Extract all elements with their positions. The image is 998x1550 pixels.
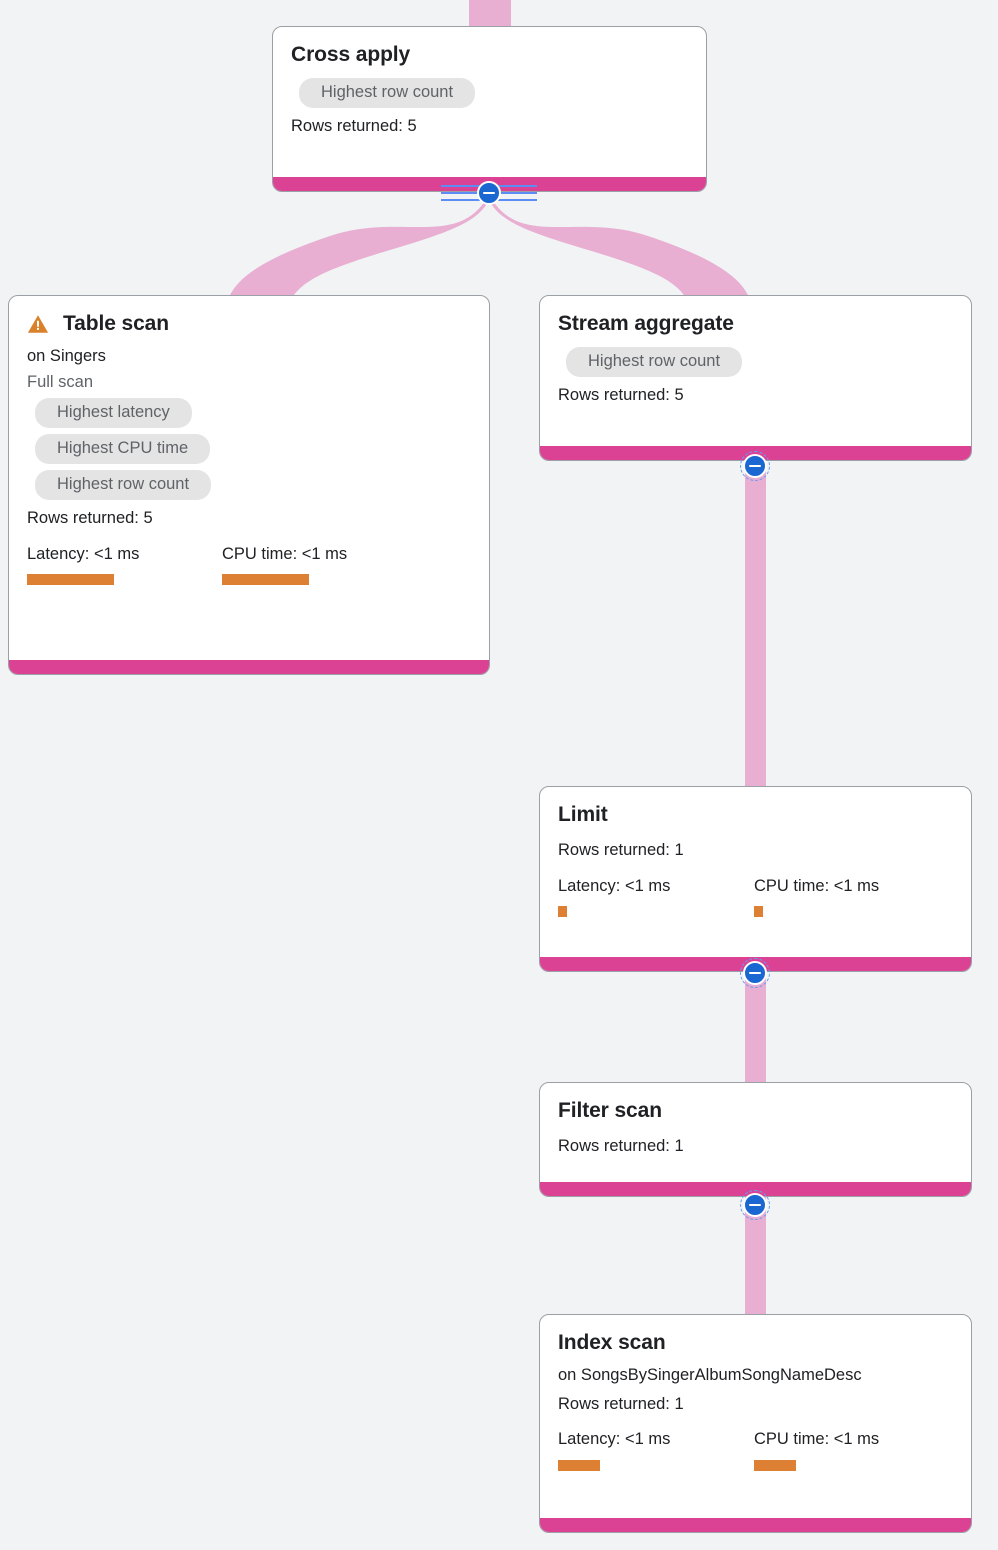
node-title: Filter scan: [558, 1099, 662, 1122]
node-footer-bar: [540, 1182, 971, 1196]
node-footer-bar: [9, 660, 489, 674]
rows-returned-value: Rows returned: 5: [558, 386, 684, 405]
node-stream-aggregate-title-row: Stream aggregate: [558, 312, 734, 336]
node-footer-bar: [540, 1518, 971, 1532]
node-footer-bar: [540, 446, 971, 460]
rows-returned-value: Rows returned: 1: [558, 841, 684, 860]
node-title: Cross apply: [291, 43, 411, 66]
toggle-stream-aggregate[interactable]: [743, 454, 767, 478]
edge-stream-aggregate-to-limit: [745, 460, 766, 790]
metric-latency-bar: [558, 905, 567, 917]
minus-icon: [749, 464, 761, 468]
badge-highest-row-count: Highest row count: [299, 78, 476, 109]
node-title: Limit: [558, 803, 608, 826]
badge-highest-cpu-time: Highest CPU time: [35, 434, 211, 465]
rows-returned-value: Rows returned: 1: [558, 1394, 684, 1413]
node-title: Index scan: [558, 1331, 666, 1354]
metric-cpu-time-bar: [754, 905, 763, 917]
metric-cpu-time-bar: [754, 1459, 796, 1471]
metric-latency-label: Latency: <1 ms: [558, 876, 671, 895]
node-filter-scan[interactable]: Filter scan Rows returned: 1: [539, 1082, 972, 1197]
metrics-row: Latency: <1 ms CPU time: <1 ms: [558, 1429, 953, 1471]
minus-icon: [749, 1203, 761, 1207]
badge-highest-latency: Highest latency: [35, 398, 192, 429]
minus-icon: [483, 191, 495, 195]
node-table-scan[interactable]: Table scan on Singers Full scan Highest …: [8, 295, 490, 675]
node-index-scan-body: Index scan on SongsBySingerAlbumSongName…: [540, 1315, 971, 1518]
metric-cpu-time-label: CPU time: <1 ms: [754, 1430, 880, 1449]
metric-latency-label: Latency: <1 ms: [558, 1430, 671, 1449]
node-cross-apply-body: Cross apply Highest row count Rows retur…: [273, 27, 706, 177]
node-subtitle: on SongsBySingerAlbumSongNameDesc: [558, 1366, 862, 1385]
toggle-limit[interactable]: [743, 961, 767, 985]
minus-icon: [749, 971, 761, 975]
node-stream-aggregate[interactable]: Stream aggregate Highest row count Rows …: [539, 295, 972, 461]
metric-cpu-time-bar: [222, 574, 309, 586]
badge-highest-row-count: Highest row count: [35, 470, 212, 501]
metric-cpu-time: CPU time: <1 ms: [754, 1429, 880, 1471]
metric-latency-bar: [27, 574, 114, 586]
edge-cross-apply-to-table-scan: [228, 194, 489, 302]
node-index-scan-title-row: Index scan: [558, 1331, 666, 1355]
metric-cpu-time-label: CPU time: <1 ms: [754, 876, 880, 895]
node-stream-aggregate-body: Stream aggregate Highest row count Rows …: [540, 296, 971, 446]
metric-cpu-time-label: CPU time: <1 ms: [222, 544, 348, 563]
node-cross-apply[interactable]: Cross apply Highest row count Rows retur…: [272, 26, 707, 192]
node-table-scan-title-row: Table scan: [27, 312, 169, 336]
metric-latency-bar: [558, 1459, 600, 1471]
node-cross-apply-title-row: Cross apply: [291, 43, 410, 67]
node-limit-title-row: Limit: [558, 803, 608, 827]
metric-cpu-time: CPU time: <1 ms: [754, 876, 879, 917]
rows-returned-value: Rows returned: 5: [27, 509, 153, 528]
rows-returned-value: Rows returned: 5: [291, 117, 417, 136]
node-filter-scan-body: Filter scan Rows returned: 1: [540, 1083, 971, 1182]
node-limit-body: Limit Rows returned: 1 Latency: <1 ms CP…: [540, 787, 971, 957]
metric-latency: Latency: <1 ms: [558, 876, 754, 917]
edge-cross-apply-to-stream-aggregate: [489, 194, 750, 302]
edge-root-to-cross-apply: [469, 0, 511, 26]
metric-latency: Latency: <1 ms: [27, 544, 222, 586]
toggle-cross-apply[interactable]: [477, 181, 501, 205]
node-table-scan-body: Table scan on Singers Full scan Highest …: [9, 296, 489, 660]
node-index-scan[interactable]: Index scan on SongsBySingerAlbumSongName…: [539, 1314, 972, 1533]
node-limit[interactable]: Limit Rows returned: 1 Latency: <1 ms CP…: [539, 786, 972, 972]
badge-highest-row-count: Highest row count: [566, 347, 743, 378]
rows-returned-value: Rows returned: 1: [558, 1137, 684, 1156]
metrics-row: Latency: <1 ms CPU time: <1 ms: [27, 544, 471, 586]
metrics-row: Latency: <1 ms CPU time: <1 ms: [558, 876, 953, 917]
node-filter-scan-title-row: Filter scan: [558, 1099, 662, 1123]
metric-latency-label: Latency: <1 ms: [27, 544, 140, 563]
metric-cpu-time: CPU time: <1 ms: [222, 544, 348, 586]
node-title: Stream aggregate: [558, 312, 734, 335]
toggle-filter-scan[interactable]: [743, 1193, 767, 1217]
scan-type-label: Full scan: [27, 372, 94, 391]
node-title: Table scan: [63, 312, 169, 335]
node-subtitle: on Singers: [27, 347, 106, 366]
warning-triangle-icon: [27, 315, 49, 333]
metric-latency: Latency: <1 ms: [558, 1429, 754, 1471]
